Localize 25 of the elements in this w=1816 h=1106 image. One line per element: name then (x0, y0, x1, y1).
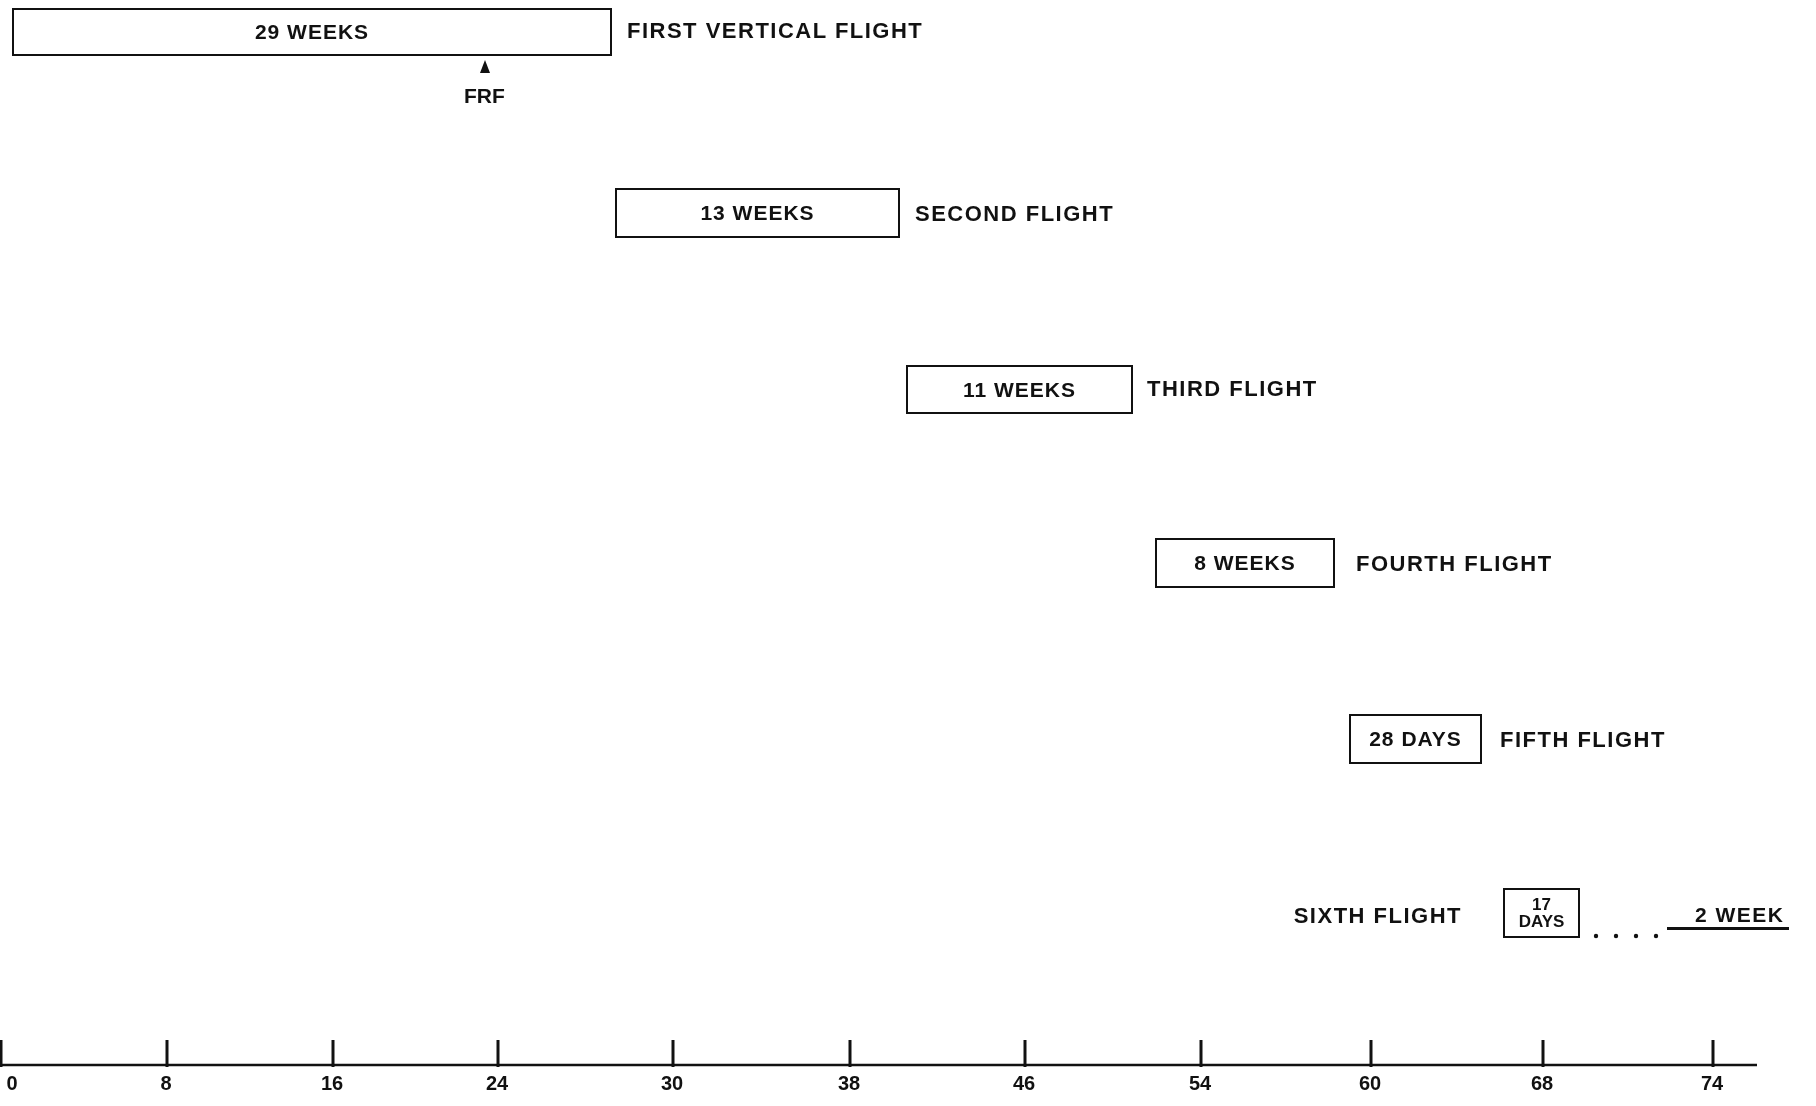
flight-label: SIXTH FLIGHT (1293, 903, 1462, 929)
duration-bar: 13 WEEKS (615, 188, 900, 238)
duration-label: 2 WEEK (1667, 903, 1789, 930)
milestone-label: FRF (464, 84, 505, 108)
duration-bar: 28 DAYS (1349, 714, 1482, 764)
flight-label: THIRD FLIGHT (1147, 376, 1318, 402)
axis-tick-label: 60 (1357, 1072, 1383, 1095)
flight-label: FIFTH FLIGHT (1500, 727, 1666, 753)
duration-bar: 17 DAYS (1503, 888, 1580, 938)
axis-tick-label: 74 (1699, 1072, 1725, 1095)
flight-label: SECOND FLIGHT (915, 201, 1115, 227)
duration-bar: 8 WEEKS (1155, 538, 1335, 588)
axis-tick-label: 46 (1011, 1072, 1037, 1095)
axis-tick-label: 68 (1529, 1072, 1555, 1095)
axis-tick-label: 30 (659, 1072, 685, 1095)
flight-label: FIRST VERTICAL FLIGHT (627, 18, 924, 44)
axis-tick-label: 16 (319, 1072, 345, 1095)
axis-tick-label: 54 (1187, 1072, 1213, 1095)
duration-bar: 29 WEEKS (12, 8, 612, 56)
flight-label: FOURTH FLIGHT (1356, 551, 1553, 577)
duration-bar: 11 WEEKS (906, 365, 1133, 414)
axis-tick-label: 0 (5, 1072, 19, 1095)
axis-tick-label: 38 (836, 1072, 862, 1095)
axis-tick-label: 8 (159, 1072, 173, 1095)
axis-tick-label: 24 (484, 1072, 510, 1095)
